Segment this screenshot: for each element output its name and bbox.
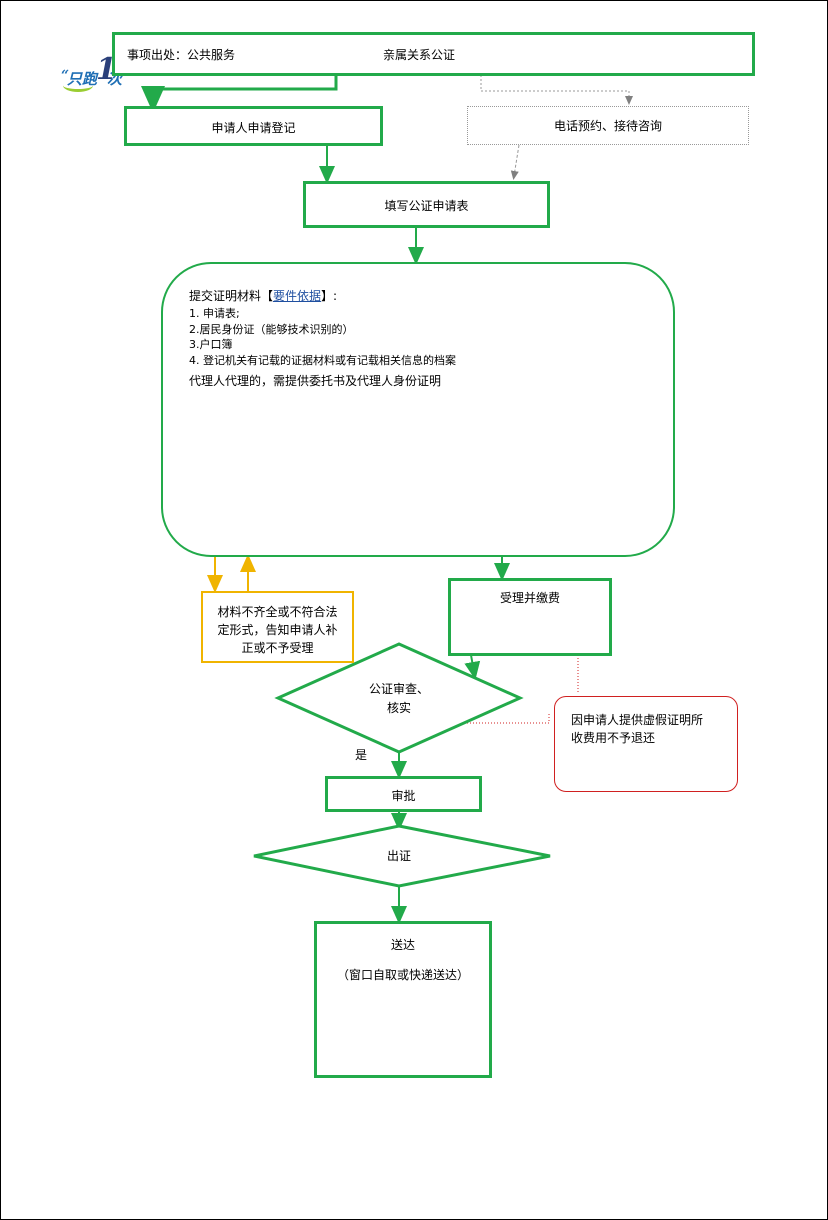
phone-label: 电话预约、接待咨询 [553,119,662,133]
header-box: 事项出处：公共服务 亲属关系公证 [112,32,755,76]
material-item: 2.居民身份证（能够技术识别的） [189,323,354,336]
false-proof-line: 收费用不予退还 [571,731,656,745]
incomplete-box: 材料不齐全或不符合法 定形式，告知申请人补 正或不予受理 [201,591,354,663]
false-proof-box: 因申请人提供虚假证明所 收费用不予退还 [554,696,738,792]
logo-quote-close: ” [122,68,131,84]
deliver-label: 送达 [390,938,415,952]
logo-swoosh [63,79,93,92]
header-category: 事项出处：公共服务 [127,48,236,62]
deliver-method: （窗口自取或快递送达） [336,968,469,982]
only-once-logo: “ 只跑 1 次 ” [59,52,130,104]
fill-form-box: 填写公证申请表 [303,181,550,228]
deliver-box: 送达 （窗口自取或快递送达） [314,921,492,1078]
apply-label: 申请人申请登记 [211,121,296,135]
logo-number-one: 1 [96,52,117,87]
incomplete-line: 正或不予受理 [241,641,314,655]
review-diamond [274,642,524,754]
submit-title: 提交证明材料【要件依据】: [189,288,337,304]
review-label-line2: 核实 [386,701,411,715]
issue-label: 出证 [386,849,411,863]
false-proof-line: 因申请人提供虚假证明所 [571,713,704,727]
logo-quote-open: “ [61,68,70,84]
submit-materials-box: 提交证明材料【要件依据】: 1. 申请表; 2.居民身份证（能够技术识别的） 3… [161,262,675,557]
incomplete-line: 定形式，告知申请人补 [217,623,338,637]
material-item: 4. 登记机关有记载的证据材料或有记载相关信息的档案 [189,354,456,367]
submit-title-suffix: 】: [321,289,338,303]
approve-box: 审批 [325,776,482,812]
fill-form-label: 填写公证申请表 [384,199,469,213]
arrow-header-to-apply [141,75,338,113]
submit-title-prefix: 提交证明材料【 [189,289,274,303]
header-title: 亲属关系公证 [383,48,456,62]
approve-label: 审批 [391,789,416,803]
issue-diamond [253,824,551,888]
review-label-line1: 公证审查、 [368,682,429,696]
material-item: 3.户口簿 [189,338,233,351]
connector-review-to-false-proof [461,713,550,724]
arrow-header-to-phone [480,75,633,105]
arrow-phone-to-form [510,144,520,180]
accept-pay-label: 受理并缴费 [499,591,560,605]
apply-box: 申请人申请登记 [124,106,383,146]
material-item: 1. 申请表; [189,307,240,320]
accept-pay-box: 受理并缴费 [448,578,612,656]
incomplete-line: 材料不齐全或不符合法 [217,605,338,619]
yes-label: 是 [355,748,368,762]
phone-box: 电话预约、接待咨询 [467,106,749,145]
requirements-basis-link[interactable]: 要件依据 [273,289,322,303]
arrow-accept-to-review [464,654,481,680]
agent-note: 代理人代理的，需提供委托书及代理人身份证明 [189,374,442,388]
